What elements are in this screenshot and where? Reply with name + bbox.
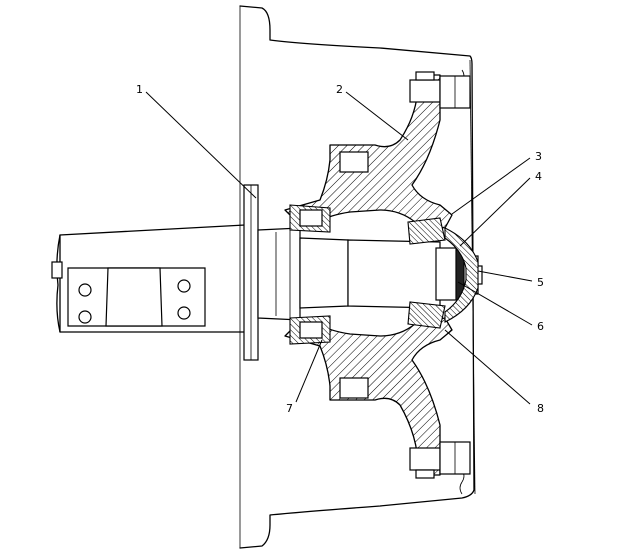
callout-1: 1 [136, 83, 143, 96]
spindle-nut-assembly [435, 227, 483, 323]
leader-lines [145, 91, 533, 405]
flange-plate [243, 184, 259, 361]
callout-3: 3 [535, 150, 542, 163]
callouts: 1 2 3 4 5 6 7 8 [136, 83, 544, 415]
callout-4: 4 [535, 170, 542, 183]
callout-2: 2 [336, 83, 343, 96]
wheel-stud-bottom [409, 441, 471, 479]
callout-7: 7 [286, 402, 293, 415]
callout-6: 6 [537, 320, 544, 333]
axle-spindle [51, 224, 246, 333]
wheel-stud-top [409, 71, 471, 109]
inner-bearing [289, 204, 331, 345]
callout-5: 5 [537, 276, 544, 289]
callout-8: 8 [537, 402, 544, 415]
outer-bearing [407, 217, 446, 329]
